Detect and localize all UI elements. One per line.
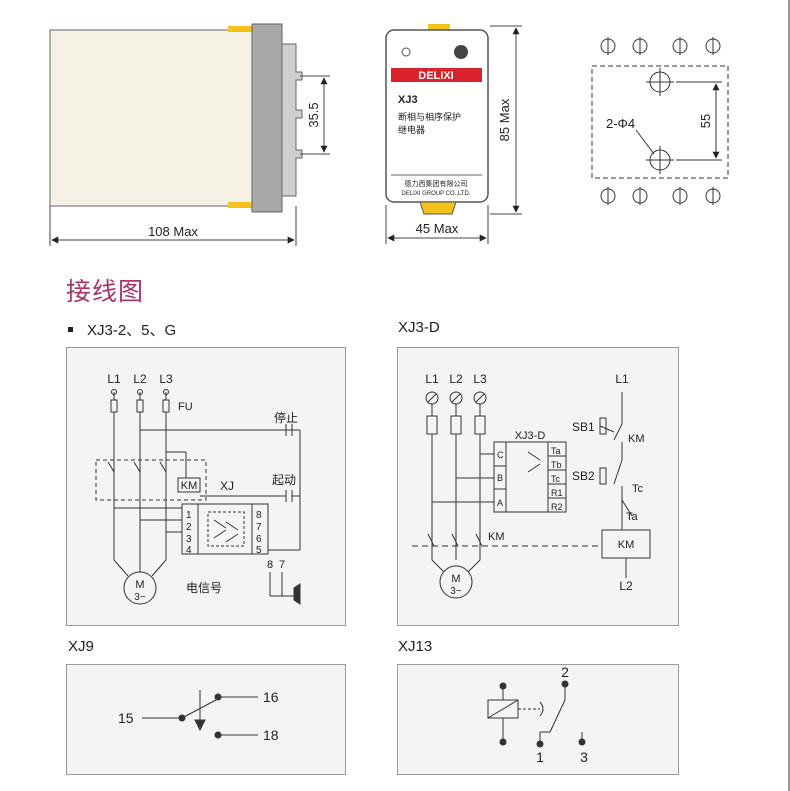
dim-height-label: 85 Max	[497, 98, 512, 141]
relay-body-side	[49, 29, 253, 207]
socket-pins	[281, 43, 303, 197]
pin-6: 6	[256, 534, 262, 545]
xj9-pin-15: 15	[118, 710, 134, 726]
model-text: XJ3	[398, 94, 418, 106]
term-A: A	[497, 498, 503, 508]
xj3-2-title-text: XJ3-2、5、G	[87, 322, 177, 339]
clip-bottom	[419, 201, 457, 215]
term-B: B	[497, 473, 503, 483]
desc-line-2: 继电器	[398, 124, 425, 136]
xj13-circuit	[487, 680, 586, 748]
xj3-2-text: L1 L2 L3 FU 停止 起动 KM XJ 1 2 3 4 8 7 6 5 …	[107, 372, 298, 603]
certification-mark-icon	[401, 47, 411, 57]
label-xj: XJ	[220, 479, 234, 493]
ctl-km: KM	[628, 433, 645, 445]
ctl-L1: L1	[615, 372, 629, 386]
pin-2: 2	[186, 522, 192, 533]
page-edge-line	[788, 0, 790, 791]
xj9-pin-18: 18	[263, 727, 279, 743]
xj3-d-circuit	[412, 391, 651, 599]
label-L2: L2	[133, 372, 147, 386]
term-R1: R1	[551, 488, 563, 498]
motor-m: M	[451, 573, 460, 585]
xj3-2-circuit	[95, 389, 301, 605]
terminal-bottom-row	[600, 187, 721, 205]
socket-side	[251, 23, 283, 213]
leader-line	[635, 129, 655, 155]
pin-5: 5	[256, 545, 262, 556]
clip-top	[228, 26, 252, 32]
clip-top	[428, 24, 450, 32]
desc-line-1: 断相与相序保护	[398, 111, 461, 123]
bullet-icon	[68, 326, 73, 332]
label-stop: 停止	[274, 410, 298, 425]
front-view-drawing: DELIXI XJ3 断相与相序保护 继电器 德力西集团有限公司 DELIXI …	[385, 24, 522, 244]
xj3-2-title: XJ3-2、5、G	[68, 319, 176, 340]
motor-m: M	[135, 579, 144, 591]
label-fu: FU	[178, 401, 193, 413]
mounting-hole-drawing	[591, 37, 729, 205]
section-title: 接线图	[66, 277, 145, 306]
label-relay: XJ3-D	[515, 430, 546, 442]
label-sb1: SB1	[572, 420, 595, 434]
xj9-title: XJ9	[68, 638, 94, 655]
xj13-pin-3: 3	[580, 749, 588, 765]
company-en: DELIXI GROUP CO.,LTD.	[401, 191, 470, 197]
side-view-drawing: 108 Max 35.5	[49, 23, 330, 246]
label-L1: L1	[425, 372, 439, 386]
dim-width-label: 45 Max	[416, 221, 459, 236]
dim-height-label: 35.5	[306, 102, 321, 127]
label-L1: L1	[107, 372, 121, 386]
xj9-pin-16: 16	[263, 689, 279, 705]
label-tc: Tc	[632, 483, 644, 495]
xj9-diagram-panel	[66, 664, 346, 775]
hole-note-label: 2-Φ4	[606, 116, 635, 131]
term-Tc: Tc	[551, 474, 561, 484]
label-L3: L3	[159, 372, 173, 386]
term-Ta: Ta	[551, 446, 561, 456]
motor-3: 3~	[450, 586, 462, 597]
brand-text: DELIXI	[418, 70, 453, 82]
xj3-d-title: XJ3-D	[398, 319, 440, 336]
motor-3: 3~	[134, 592, 146, 603]
label-km: KM	[181, 480, 198, 492]
label-km: KM	[488, 531, 505, 543]
pin-7: 7	[256, 522, 262, 533]
coil-km: KM	[618, 539, 635, 551]
ctl-L2: L2	[619, 579, 633, 593]
xj13-diagram-panel	[397, 664, 679, 775]
outline-dashed	[591, 65, 729, 179]
xj13-pin-1: 1	[536, 749, 544, 765]
label-sb2: SB2	[572, 469, 595, 483]
xj13-title: XJ13	[398, 638, 433, 655]
xj13-pin-2: 2	[561, 664, 569, 680]
dim-width-label: 108 Max	[148, 224, 198, 239]
pin-4: 4	[186, 545, 192, 556]
label-sig7: 7	[279, 559, 285, 571]
pin-1: 1	[186, 510, 192, 521]
xj3-d-text: L1 L2 L3 XJ3-D C B A Ta Tb Tc R1 R2 KM M…	[425, 372, 644, 597]
label-ta: Ta	[626, 511, 639, 523]
label-sig8: 8	[267, 559, 273, 571]
hole-spacing-label: 55	[698, 114, 713, 128]
term-R2: R2	[551, 502, 563, 512]
term-Tb: Tb	[551, 460, 562, 470]
xj9-circuit	[142, 690, 258, 739]
term-C: C	[497, 450, 504, 460]
clip-bottom	[228, 202, 252, 208]
pin-3: 3	[186, 534, 192, 545]
label-signal: 电信号	[186, 581, 222, 595]
label-L2: L2	[449, 372, 463, 386]
label-L3: L3	[473, 372, 487, 386]
indicator-lamp-icon	[454, 45, 468, 59]
brand-band	[391, 68, 482, 82]
company-cn: 德力西集团有限公司	[405, 179, 468, 188]
terminal-top-row	[600, 37, 721, 55]
pin-8: 8	[256, 510, 262, 521]
label-start: 起动	[272, 473, 296, 487]
